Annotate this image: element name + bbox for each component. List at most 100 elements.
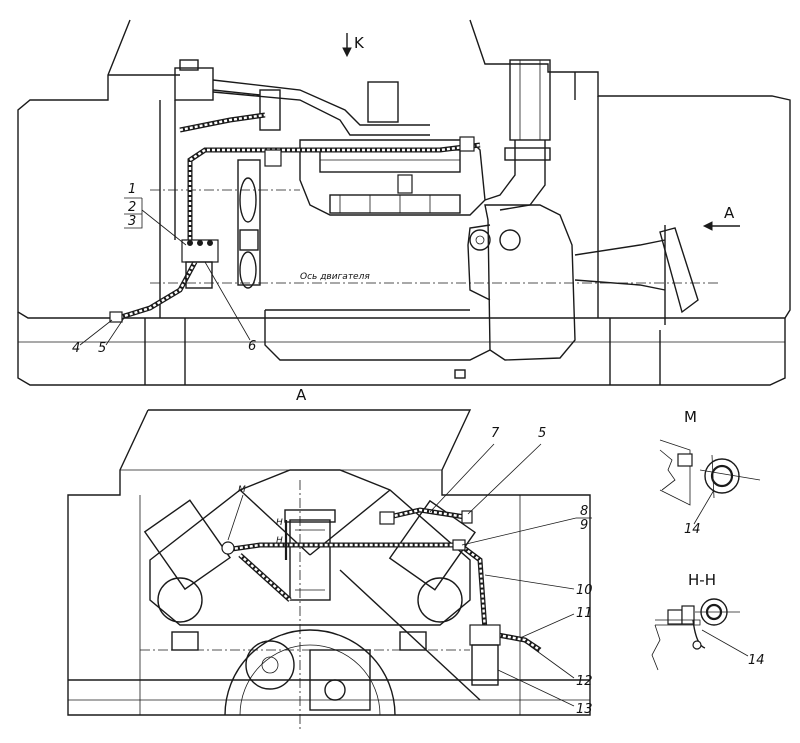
callout-14-m: 14	[684, 522, 701, 537]
bracket-1	[259, 89, 281, 131]
fitting-a-8	[452, 539, 466, 551]
callout-6: 6	[248, 339, 256, 354]
view-a-arrow-label: A	[724, 204, 735, 222]
view-a: A	[67, 386, 593, 730]
callout-box	[124, 198, 143, 229]
filter-13-body	[471, 644, 499, 686]
mount-left	[171, 631, 199, 651]
leader-11	[519, 613, 575, 639]
left-bank-cover	[157, 577, 203, 623]
bolt	[207, 240, 213, 246]
exhaust-pipe-top	[212, 79, 430, 126]
exhaust-elbow	[484, 140, 516, 201]
exhaust-elbow-2	[499, 140, 546, 211]
center-filter	[289, 519, 331, 601]
leader-1-3	[141, 209, 187, 246]
oil-hose-lower	[117, 260, 198, 321]
leader-5	[105, 317, 125, 346]
fan-pulley	[239, 177, 257, 223]
section-hh-clamp	[692, 619, 706, 649]
section-hh-bolt	[692, 640, 702, 650]
expansion-tank	[174, 67, 214, 101]
callout-5-bottom: 5	[538, 426, 546, 441]
front-cover	[237, 159, 261, 286]
hose-view-a-top-core	[384, 508, 466, 520]
fitting-right-engine	[459, 136, 475, 152]
pulley-right-2	[499, 229, 521, 251]
detail-m-hose	[710, 464, 734, 488]
detail-m-title: M	[684, 408, 697, 426]
hose-upper-branch-core	[179, 113, 266, 132]
view-a-arrowhead	[702, 221, 713, 231]
pulley-right	[469, 229, 491, 251]
callout-2: 2	[128, 200, 136, 215]
section-h-marker-2: H	[276, 536, 283, 546]
flywheel-housing-inner	[467, 224, 491, 301]
leader-5-bottom	[467, 443, 542, 515]
callout-8: 8	[580, 504, 588, 519]
section-hh-plate	[655, 619, 701, 626]
detail-m: M 14	[659, 408, 761, 537]
head-left	[143, 499, 231, 591]
air-filter-stack	[367, 81, 399, 123]
center-filter-cap	[284, 509, 336, 523]
hose-view-a-main	[224, 542, 488, 631]
engine-axis-label: Ось двигателя	[300, 272, 370, 282]
tank-cap	[179, 59, 199, 71]
filter-13-head	[469, 624, 501, 646]
view-a-title: A	[296, 386, 307, 404]
callout-4: 4	[72, 341, 80, 356]
detail-m-bracket	[677, 453, 693, 467]
callout-7: 7	[491, 426, 500, 441]
bolt	[187, 240, 193, 246]
exhaust-manifold	[329, 194, 461, 214]
flywheel	[224, 629, 396, 716]
section-hh-block-2	[681, 605, 695, 625]
pulley-right-hub	[475, 235, 485, 245]
starter-hub	[261, 656, 279, 674]
v-engine-block	[149, 469, 471, 626]
control-rod	[339, 569, 481, 701]
leader-14-m	[693, 489, 715, 525]
hose-view-a-main-core	[224, 543, 487, 631]
fitting-4	[109, 311, 123, 323]
leader-7	[429, 443, 495, 513]
detail-m-break	[659, 449, 676, 491]
view-k-arrowhead	[342, 47, 352, 58]
side-view: Ось двигателя K A 1 2 3	[17, 19, 791, 386]
cardan-joint	[659, 227, 699, 314]
exhaust-pipe-bottom	[212, 91, 430, 136]
fitting-top-engine	[397, 174, 413, 194]
fitting-a-1	[379, 511, 395, 525]
leader-6	[204, 261, 251, 341]
leader-m	[227, 494, 244, 541]
flywheel-inner	[239, 644, 381, 716]
callout-14-hh: 14	[748, 653, 765, 668]
hose-view-a-diag-core	[239, 554, 291, 601]
right-bank-cover	[417, 577, 463, 623]
callout-13: 13	[576, 702, 593, 717]
callout-10: 10	[576, 583, 593, 598]
callout-11: 11	[576, 606, 593, 621]
drive-shaft-bottom	[574, 279, 666, 291]
hose-view-a-lower-core	[497, 633, 541, 651]
oil-hose-top-core	[188, 143, 481, 245]
frame-lower-outline	[17, 312, 786, 386]
callout-5-top: 5	[98, 341, 106, 356]
view-k-label: K	[354, 34, 365, 52]
section-hh: H-H 14	[651, 571, 765, 671]
exhaust-clamp	[504, 147, 551, 161]
leader-12	[529, 645, 575, 679]
fitting-left-engine	[264, 149, 282, 167]
gearbox-flange	[324, 679, 346, 701]
hull-upper-outline	[17, 19, 791, 319]
fitting-m	[221, 541, 235, 555]
starter	[245, 640, 295, 690]
detail-m-marker: M	[238, 485, 246, 495]
detail-m-hose-ring	[704, 458, 740, 494]
drive-shaft-top	[574, 239, 666, 256]
bolt	[197, 240, 203, 246]
oil-hose-lower-core	[117, 261, 197, 320]
section-hh-break	[651, 624, 661, 671]
